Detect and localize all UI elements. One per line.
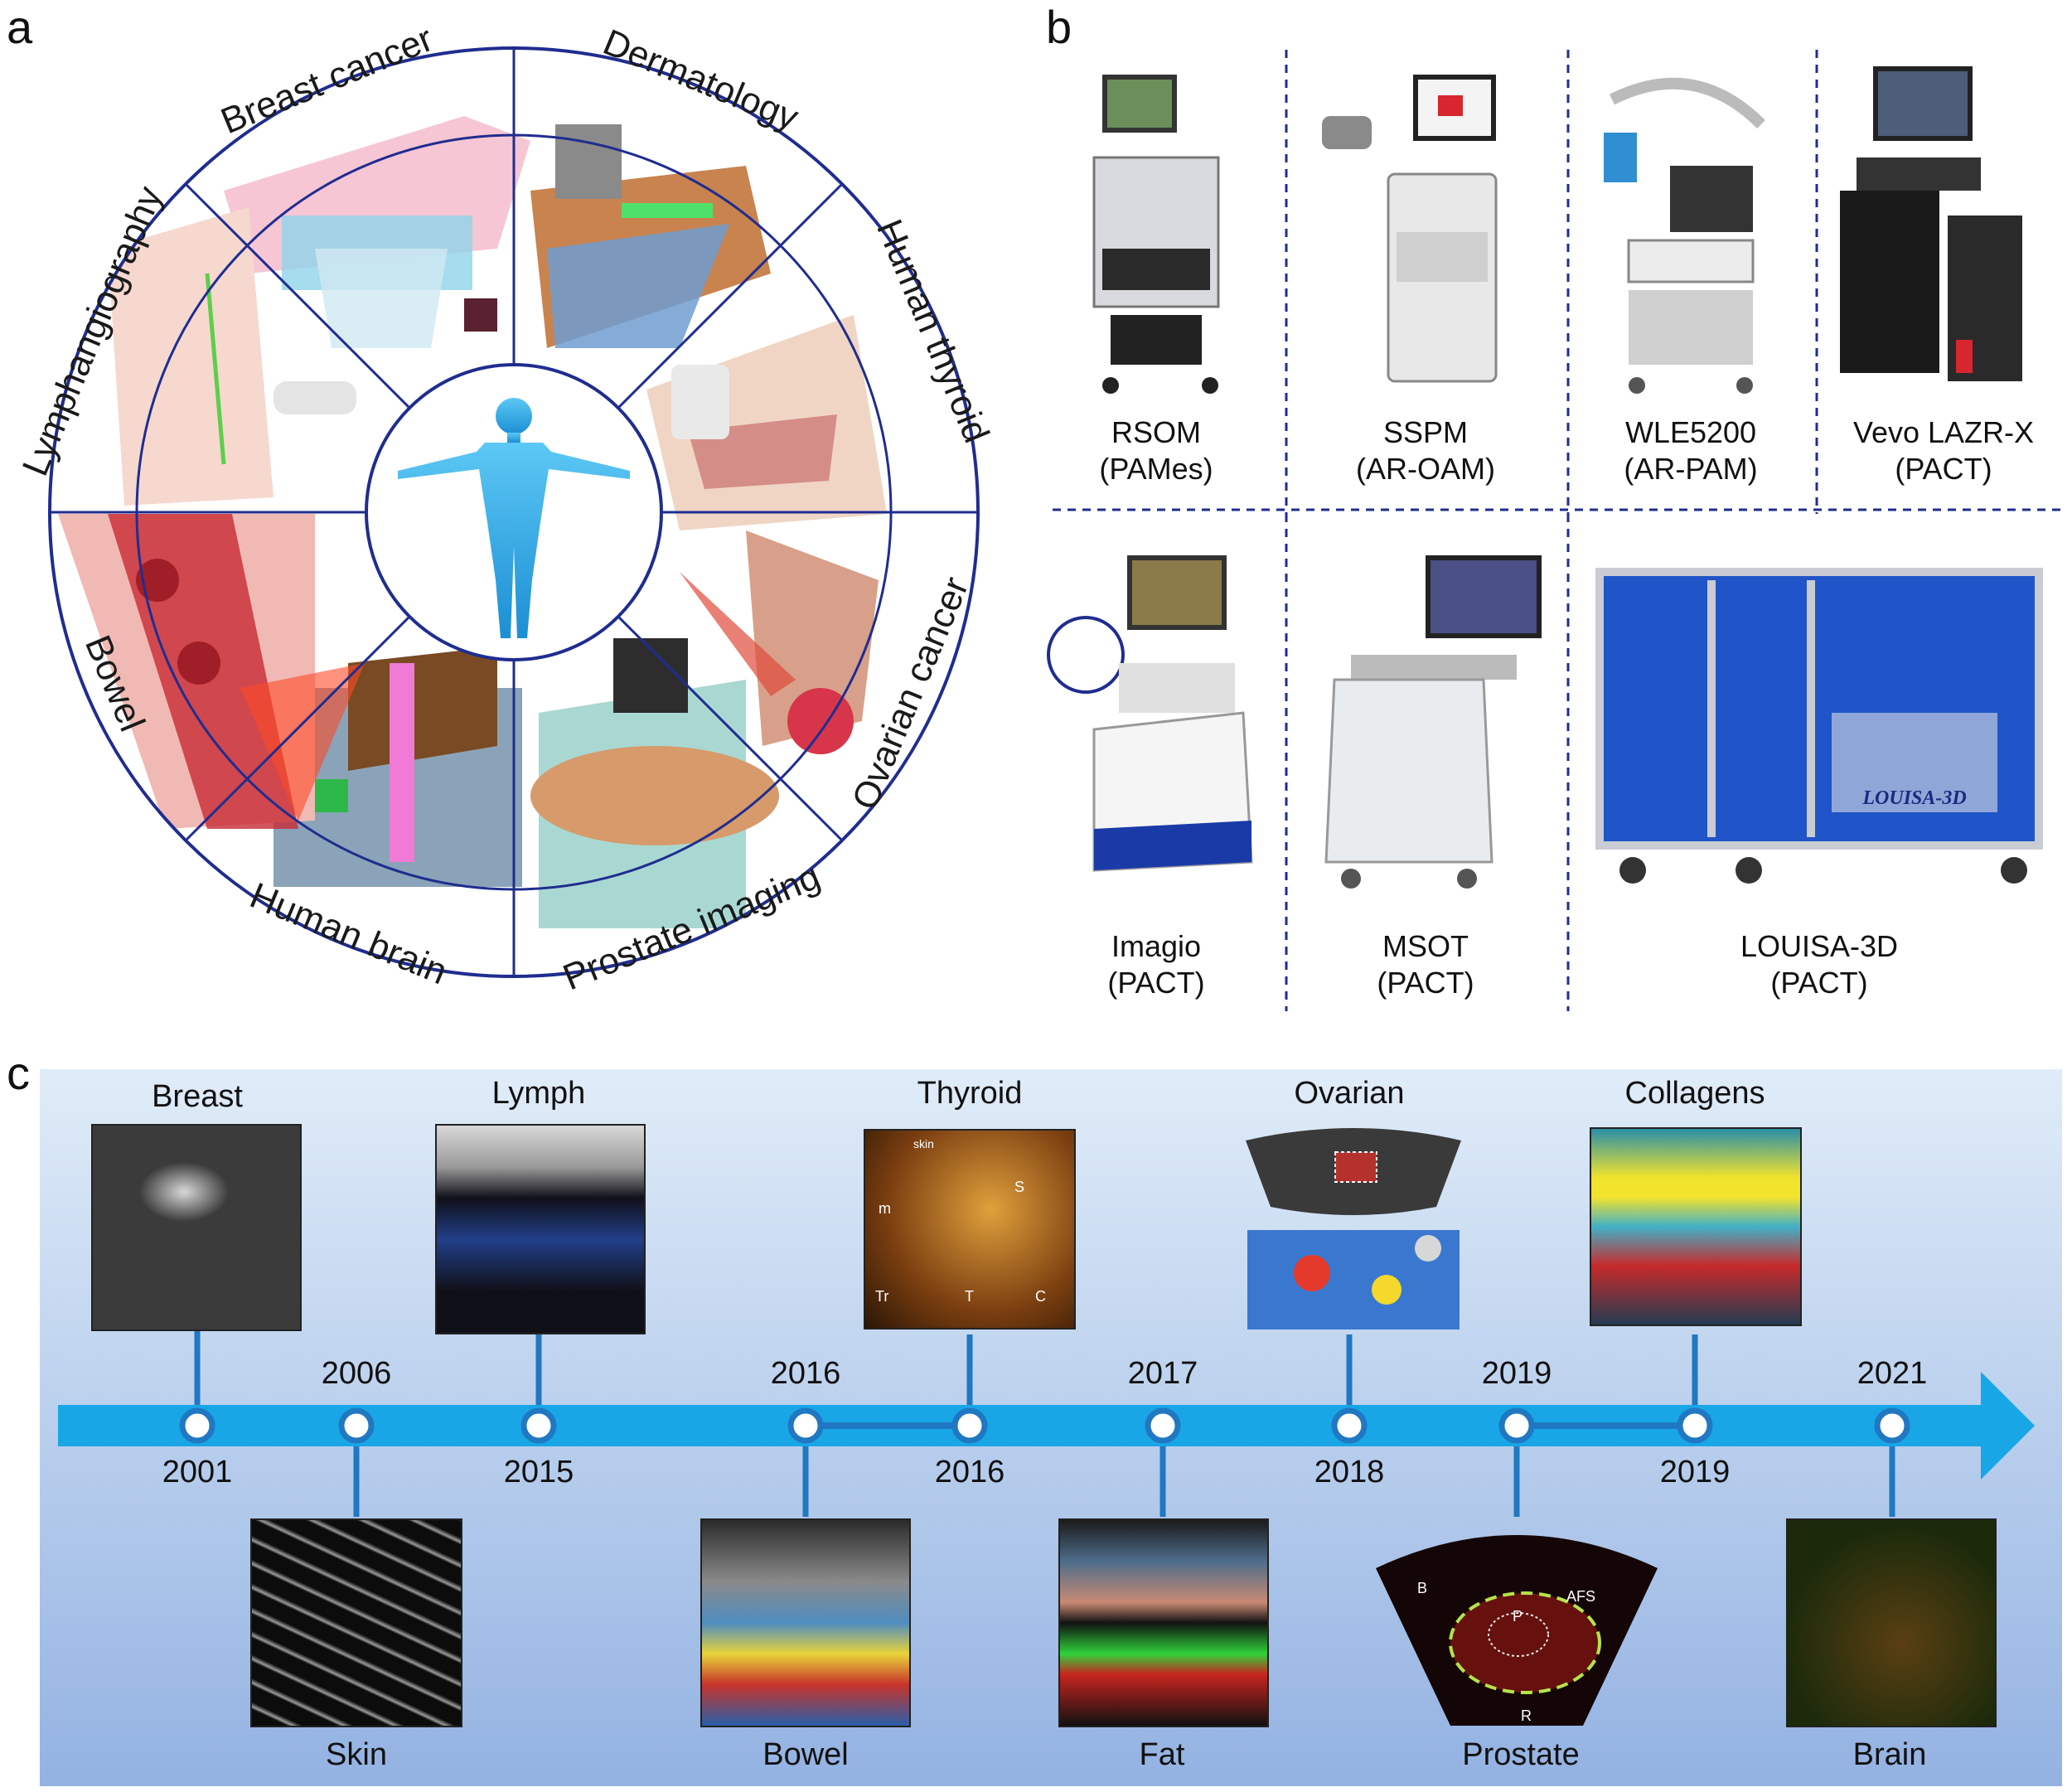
device-photo-louisa-3d: LOUISA-3D [1583, 547, 2055, 895]
event-image-ovarian [1246, 1128, 1461, 1329]
event-image-brain [1786, 1518, 1997, 1727]
prostate-imaging-illustration [530, 638, 779, 928]
device-label-rsom: RSOM(PAMes) [1099, 415, 1213, 486]
thyroid-annotation-tr: Tr [875, 1288, 889, 1305]
human-body-figure [398, 398, 630, 638]
prostate-annotation-b: B [1417, 1580, 1427, 1596]
device-label-msot: MSOT(PACT) [1377, 929, 1474, 1000]
outer-ring [48, 46, 980, 978]
device-photo-wle5200 [1595, 66, 1778, 398]
segment-label-dermatology: Dermatology [598, 22, 804, 138]
event-label-ovarian: Ovarian [1294, 1076, 1405, 1111]
event-image-thyroid: skin m S Tr T C [864, 1129, 1076, 1329]
event-label-brain: Brain [1852, 1737, 1927, 1772]
event-year-lymph: 2015 [503, 1455, 574, 1489]
application-wheel: Breast cancer Dermatology Human thyroid … [15, 18, 997, 998]
event-year-bowel: 2016 [770, 1356, 841, 1391]
timeline-axis [58, 1326, 2035, 1517]
event-image-breast [91, 1124, 302, 1331]
prostate-annotation-afs: AFS [1566, 1588, 1595, 1605]
wheel-dividers [50, 48, 978, 976]
event-image-bowel [700, 1518, 911, 1727]
event-label-collagens: Collagens [1624, 1076, 1765, 1111]
device-photo-imagio [1044, 547, 1268, 895]
event-image-fat [1058, 1518, 1269, 1727]
thyroid-annotation-s: S [1014, 1179, 1025, 1195]
event-year-breast: 2001 [162, 1455, 233, 1489]
prostate-annotation-p: P [1513, 1608, 1523, 1625]
event-label-fat: Fat [1139, 1737, 1185, 1772]
louisa-product-text: LOUISA-3D [1862, 787, 1967, 809]
segment-label-breast-cancer: Breast cancer [215, 18, 439, 142]
event-image-prostate: B AFS P R [1376, 1535, 1658, 1726]
event-label-thyroid: Thyroid [917, 1076, 1023, 1111]
device-photo-vevo-lazr-x [1823, 66, 2031, 398]
event-year-ovarian: 2018 [1314, 1455, 1385, 1489]
event-label-skin: Skin [326, 1737, 387, 1772]
timeline-arrow [58, 1372, 2035, 1480]
device-label-louisa-3d: LOUISA-3D(PACT) [1740, 929, 1899, 1000]
prostate-annotation-r: R [1521, 1707, 1532, 1724]
breast-cancer-illustration [224, 116, 530, 348]
event-year-fat: 2017 [1127, 1356, 1198, 1391]
event-year-collagens: 2019 [1659, 1455, 1731, 1489]
event-image-lymph [435, 1124, 646, 1334]
thyroid-annotation-c: C [1035, 1288, 1046, 1305]
thyroid-annotation-skin: skin [913, 1137, 934, 1150]
event-year-skin: 2006 [321, 1356, 392, 1391]
device-label-wle5200: WLE5200(AR-PAM) [1624, 415, 1758, 486]
thyroid-annotation-t: T [965, 1288, 974, 1305]
event-label-lymph: Lymph [491, 1076, 586, 1111]
panel-label-a: a [7, 1, 33, 53]
panel-label-c: c [7, 1047, 30, 1099]
middle-ring [135, 133, 893, 891]
dermatology-illustration [530, 124, 771, 348]
device-photo-msot [1301, 547, 1550, 895]
thyroid-illustration [646, 315, 887, 530]
device-label-sspm: SSPM(AR-OAM) [1356, 415, 1495, 486]
device-photo-rsom [1086, 66, 1243, 398]
device-photo-sspm [1314, 66, 1504, 398]
event-label-bowel: Bowel [762, 1737, 849, 1772]
panel-label-b: b [1046, 1, 1072, 53]
segment-label-human-thyroid: Human thyroid [869, 214, 997, 448]
event-year-prostate: 2019 [1481, 1356, 1552, 1391]
device-label-vevo-lazr-x: Vevo LAZR-X(PACT) [1852, 415, 2035, 486]
event-image-collagens [1590, 1127, 1802, 1326]
event-label-prostate: Prostate [1462, 1737, 1580, 1772]
device-grid-lines [1053, 50, 2064, 1011]
device-label-imagio: Imagio(PACT) [1107, 929, 1205, 1000]
event-image-skin [250, 1518, 462, 1727]
event-year-brain: 2021 [1857, 1356, 1928, 1391]
thyroid-annotation-m: m [879, 1200, 891, 1217]
bowel-illustration [58, 514, 365, 829]
event-year-thyroid: 2016 [934, 1455, 1005, 1489]
lymphangiography-illustration [108, 207, 356, 506]
event-label-breast: Breast [152, 1079, 243, 1114]
segment-label-human-brain: Human brain [244, 875, 453, 993]
